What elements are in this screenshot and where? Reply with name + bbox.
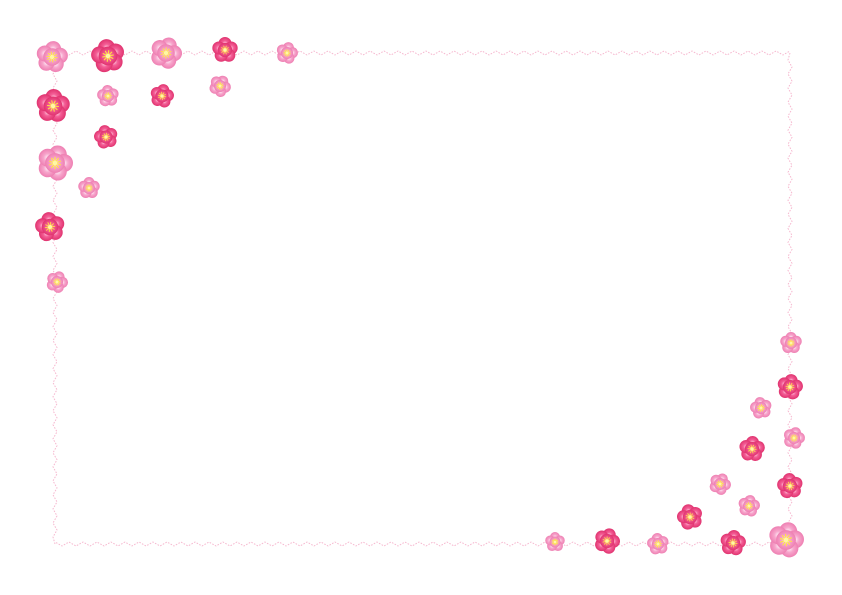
wavy-frame-border [52,50,793,547]
plum-blossom-decorations [35,37,805,558]
frame-right-edge [787,52,793,545]
plum-blossom-icon [94,125,118,149]
plum-blossom-icon [769,522,804,558]
plum-blossom-icon [777,374,803,400]
plum-blossom-icon [545,532,565,552]
plum-blossom-icon [209,75,231,97]
plum-blossom-icon [151,37,182,69]
plum-blossom-icon [647,533,669,555]
plum-blossom-icon [97,85,119,107]
frame-left-edge [52,52,58,545]
plum-blossom-icon [38,145,74,181]
plum-blossom-icon [783,427,805,449]
plum-blossom-icon [750,397,772,419]
plum-blossom-icon [720,530,746,556]
plum-blossom-icon [212,37,238,62]
plum-blossom-icon [150,84,174,108]
plum-blossom-icon [276,42,298,64]
plum-blossom-icon [709,473,731,495]
plum-blossom-icon [739,436,765,462]
plum-blossom-icon [78,177,100,198]
plum-blossom-icon [46,271,68,293]
plum-blossom-icon [595,528,620,554]
plum-blossom-icon [777,473,803,499]
plum-blossom-icon [35,212,65,242]
plum-blossom-icon [738,495,760,517]
frame-bottom-edge [54,541,791,547]
plum-blossom-icon [780,332,802,353]
plum-blossom-icon [36,89,70,122]
plum-blossom-icon [677,504,702,530]
plum-blossom-icon [36,41,68,73]
plum-blossom-icon [91,39,125,73]
